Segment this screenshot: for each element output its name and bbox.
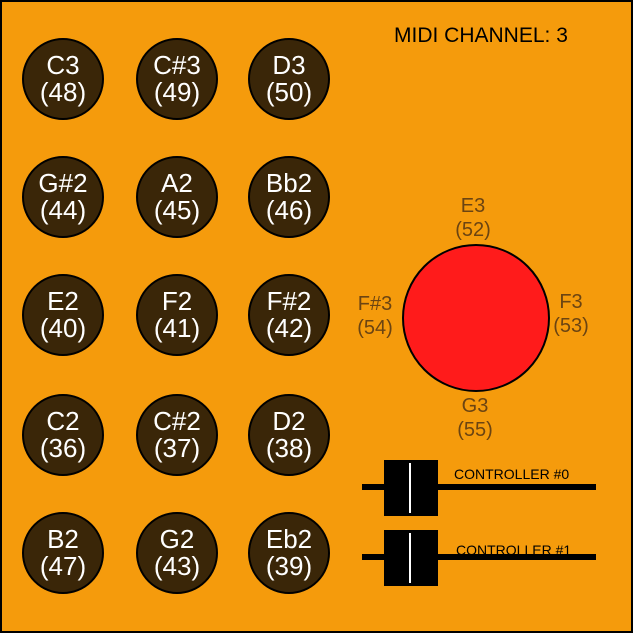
- joystick-pad[interactable]: [402, 244, 550, 392]
- pad-note-number: (38): [265, 433, 313, 463]
- joystick-right-label: F3 (53): [536, 290, 606, 338]
- controller-1-track[interactable]: [362, 554, 596, 560]
- pad-note-label: Bb2: [265, 168, 313, 198]
- pad-note-number: (46): [265, 195, 313, 225]
- controller-0-track[interactable]: [362, 484, 596, 490]
- handle-notch: [409, 463, 411, 513]
- controller-1-handle[interactable]: [384, 530, 438, 586]
- pad-note-number: (39): [265, 551, 313, 581]
- pad-note-label: F#2: [266, 286, 312, 316]
- controller-0-handle[interactable]: [384, 460, 438, 516]
- pad-eb2[interactable]: Eb2 (39): [248, 512, 330, 594]
- pad-a2[interactable]: A2 (45): [136, 156, 218, 238]
- midi-channel-display: MIDI CHANNEL: 3: [394, 24, 568, 48]
- pad-gsharp2[interactable]: G#2 (44): [22, 156, 104, 238]
- pad-note-number: (43): [153, 551, 201, 581]
- joystick-left-number: (54): [357, 317, 393, 339]
- joystick-up-label: E3 (52): [438, 194, 508, 242]
- pad-note-number: (44): [39, 195, 87, 225]
- pad-note-number: (50): [265, 77, 313, 107]
- pad-c3[interactable]: C3 (48): [22, 38, 104, 120]
- joystick-down-number: (55): [457, 419, 493, 441]
- pad-note-label: D3: [272, 50, 306, 80]
- pad-note-number: (48): [39, 77, 87, 107]
- midi-channel-value: 3: [556, 24, 568, 47]
- joystick-down-note: G3: [461, 395, 489, 417]
- pad-note-number: (37): [153, 433, 201, 463]
- pad-note-label: C#3: [153, 50, 201, 80]
- joystick-up-note: E3: [460, 195, 486, 217]
- pad-b2[interactable]: B2 (47): [22, 512, 104, 594]
- pad-note-number: (45): [153, 195, 201, 225]
- pad-csharp3[interactable]: C#3 (49): [136, 38, 218, 120]
- pad-note-label: C#2: [153, 406, 201, 436]
- pad-c2[interactable]: C2 (36): [22, 394, 104, 476]
- joystick-left-label: F#3 (54): [340, 292, 410, 340]
- pad-bb2[interactable]: Bb2 (46): [248, 156, 330, 238]
- pad-note-number: (47): [39, 551, 87, 581]
- pad-note-label: Eb2: [265, 524, 313, 554]
- joystick-left-note: F#3: [357, 293, 393, 315]
- pad-note-number: (41): [153, 313, 201, 343]
- pad-note-label: C2: [46, 406, 80, 436]
- pad-f2[interactable]: F2 (41): [136, 274, 218, 356]
- pad-note-label: G#2: [38, 168, 88, 198]
- pad-d2[interactable]: D2 (38): [248, 394, 330, 476]
- pad-g2[interactable]: G2 (43): [136, 512, 218, 594]
- joystick-right-note: F3: [559, 291, 583, 313]
- pad-csharp2[interactable]: C#2 (37): [136, 394, 218, 476]
- joystick-down-label: G3 (55): [440, 394, 510, 442]
- controller-1-label: CONTROLLER #1: [456, 542, 572, 558]
- midi-channel-label: MIDI CHANNEL:: [394, 24, 551, 47]
- controller-0-label: CONTROLLER #0: [454, 466, 570, 482]
- joystick-right-number: (53): [553, 315, 589, 337]
- handle-notch: [409, 533, 411, 583]
- pad-note-label: F2: [161, 286, 193, 316]
- pad-note-number: (36): [39, 433, 87, 463]
- pad-note-label: B2: [47, 524, 79, 554]
- joystick-up-number: (52): [455, 219, 491, 241]
- pad-note-label: D2: [272, 406, 306, 436]
- pad-note-number: (49): [153, 77, 201, 107]
- pad-note-label: C3: [46, 50, 80, 80]
- pad-note-label: G2: [159, 524, 195, 554]
- pad-note-number: (40): [39, 313, 87, 343]
- pad-fsharp2[interactable]: F#2 (42): [248, 274, 330, 356]
- pad-note-number: (42): [265, 313, 313, 343]
- pad-note-label: A2: [161, 168, 193, 198]
- pad-note-label: E2: [47, 286, 79, 316]
- pad-d3[interactable]: D3 (50): [248, 38, 330, 120]
- pad-e2[interactable]: E2 (40): [22, 274, 104, 356]
